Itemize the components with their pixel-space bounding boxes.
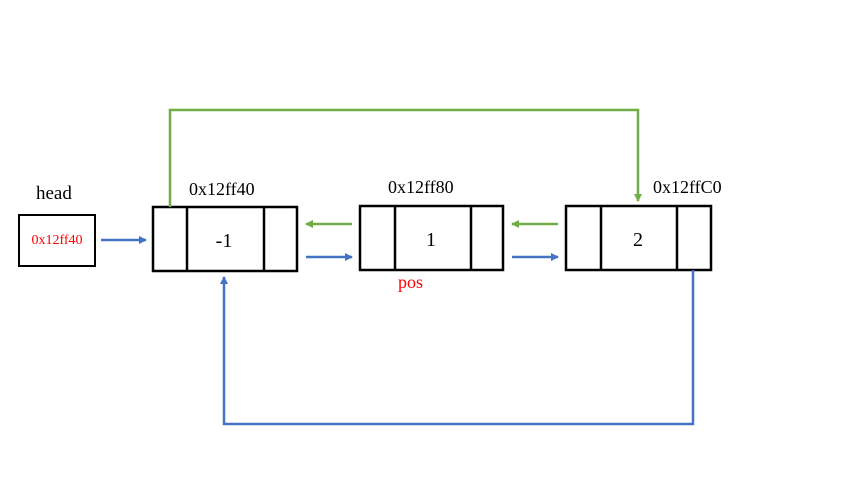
node-1-address: 0x12ff80	[388, 177, 454, 197]
node-0-address: 0x12ff40	[189, 179, 255, 199]
node-2-value: 2	[633, 229, 643, 251]
node-0-value: -1	[215, 230, 233, 252]
node-0-prev-to-tail-arrow	[168, 108, 642, 207]
head-pointer-value: 0x12ff40	[31, 232, 83, 248]
head-label: head	[36, 183, 72, 204]
head-pointer-box: 0x12ff40	[18, 214, 96, 267]
node-1	[358, 204, 505, 272]
node-0	[151, 205, 299, 273]
tail-next-to-node-0-arrow	[220, 270, 695, 426]
node-1-value: 1	[426, 229, 436, 251]
pos-pointer-label: pos	[398, 272, 424, 292]
node-2	[564, 204, 713, 272]
node-2-address: 0x12ffC0	[653, 177, 722, 197]
